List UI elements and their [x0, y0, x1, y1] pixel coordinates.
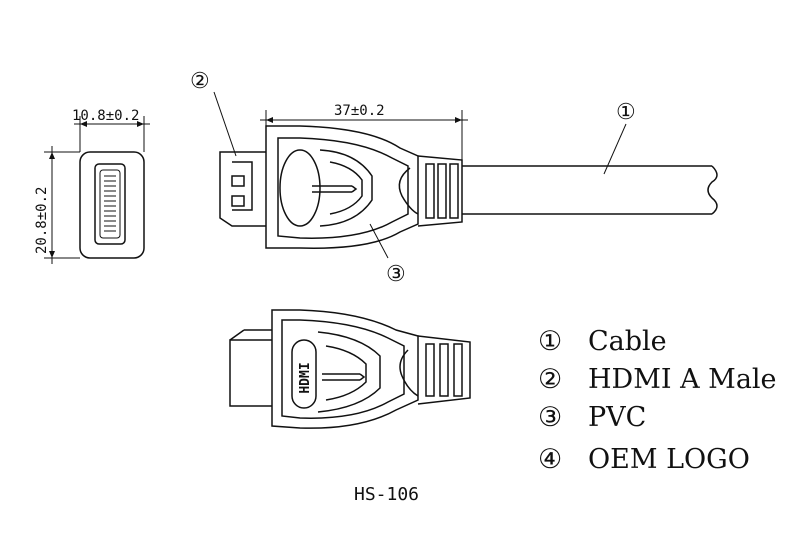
legend-label-2: HDMI A Male — [588, 364, 777, 395]
legend-num-1: ① — [538, 326, 562, 357]
legend-num-4: ④ — [538, 444, 562, 475]
legend-label-1: Cable — [588, 326, 667, 357]
logo-badge — [291, 339, 317, 409]
side-view — [219, 110, 718, 249]
front-view — [44, 116, 150, 264]
front-height-dim: 20.8±0.2 — [34, 187, 50, 254]
callout-3: ③ — [386, 262, 406, 287]
legend-label-4: OEM LOGO — [588, 444, 750, 475]
callout-2: ② — [190, 69, 210, 94]
perspective-view — [229, 309, 471, 429]
model-number: HS-106 — [354, 484, 419, 505]
legend-label-3: PVC — [588, 402, 646, 433]
legend: ① Cable ② HDMI A Male ③ PVC ④ OEM LOGO — [538, 326, 777, 475]
leader-1 — [603, 123, 627, 175]
front-width-dim: 10.8±0.2 — [72, 108, 139, 124]
hdmi-logo: HDMI — [298, 362, 313, 393]
front-view-outline — [79, 151, 145, 259]
strain-relief — [398, 155, 463, 227]
leader-3 — [369, 223, 389, 259]
leader-2 — [213, 91, 237, 157]
front-view-port — [94, 163, 126, 245]
cable — [462, 165, 718, 215]
overmold — [265, 125, 419, 249]
callout-1: ① — [616, 100, 636, 125]
plug — [219, 151, 266, 227]
legend-num-2: ② — [538, 364, 562, 395]
body-length-dim: 37±0.2 — [334, 103, 385, 119]
legend-num-3: ③ — [538, 402, 562, 433]
